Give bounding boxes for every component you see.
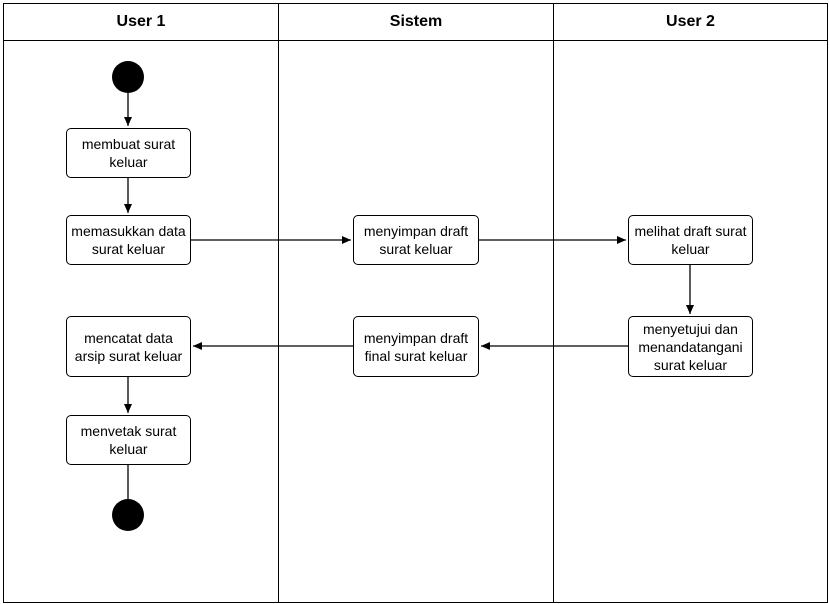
activity-menyetujui: menyetujui dan menandatangani surat kelu… <box>628 316 753 377</box>
end-node <box>112 499 144 531</box>
lane-header-user-1: User 1 <box>4 4 278 41</box>
start-node <box>112 61 144 93</box>
lane-header-sistem: Sistem <box>279 4 553 41</box>
activity-memasukkan-data: memasukkan data surat keluar <box>66 215 191 265</box>
lane-title-user-2: User 2 <box>666 13 715 30</box>
activity-menyimpan-final: menyimpan draft final surat keluar <box>353 316 479 377</box>
lane-user-2: User 2 <box>553 3 828 603</box>
lane-title-user-1: User 1 <box>116 13 166 30</box>
activity-melihat-draft: melihat draft surat keluar <box>628 215 753 265</box>
activity-menyimpan-draft: menyimpan draft surat keluar <box>353 215 479 265</box>
activity-membuat-surat: membuat surat keluar <box>66 128 191 178</box>
lane-header-user-2: User 2 <box>554 4 827 41</box>
activity-mencatat-arsip: mencatat data arsip surat keluar <box>66 316 191 377</box>
lane-title-sistem: Sistem <box>389 13 443 30</box>
activity-mencetak-surat: menvetak surat keluar <box>66 415 191 465</box>
